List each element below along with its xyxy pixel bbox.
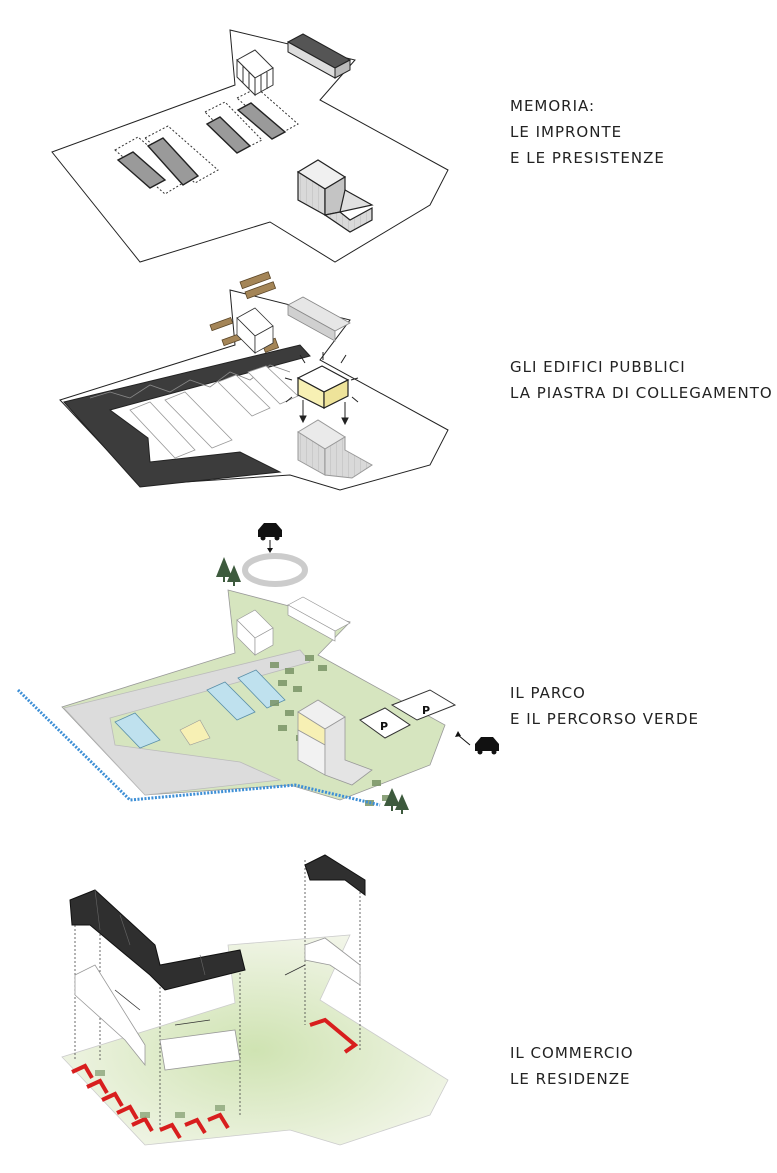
dark-roof-small <box>304 854 366 896</box>
caption-line: LE RESIDENZE <box>510 1070 631 1088</box>
caption-line: GLI EDIFICI PUBBLICI <box>510 358 686 376</box>
dark-roof-large <box>69 889 246 991</box>
caption-line: IL PARCO <box>510 684 586 702</box>
car-icon <box>258 523 282 553</box>
tree-icon <box>216 557 241 586</box>
down-arrows <box>299 400 349 426</box>
caption-edifici-pubblici: GLI EDIFICI PUBBLICI LA PIASTRA DI COLLE… <box>510 354 773 406</box>
caption-line: MEMORIA: <box>510 97 596 115</box>
connecting-plate <box>63 344 311 488</box>
caption-parco: IL PARCO E IL PERCORSO VERDE <box>510 680 699 732</box>
panel-edifici-pubblici <box>59 271 449 491</box>
site-outline-2 <box>59 289 449 491</box>
roundabout <box>241 553 309 587</box>
panel-commercio <box>61 854 449 1146</box>
thin-lines <box>114 964 306 1026</box>
parking-label-1: P <box>380 720 388 733</box>
park-green <box>61 589 446 801</box>
park-building <box>297 699 373 786</box>
caption-line: LE IMPRONTE <box>510 123 623 141</box>
parking-areas <box>359 689 457 739</box>
existing-building-south <box>296 159 374 233</box>
caption-commercio: IL COMMERCIO LE RESIDENZE <box>510 1040 634 1092</box>
grey-building-2 <box>287 296 351 342</box>
tree-icon <box>384 788 409 814</box>
grey-building-south-2 <box>297 419 373 479</box>
panel-parco: P P <box>16 523 499 814</box>
yellow-footprint <box>179 719 211 746</box>
ground-plane <box>61 934 449 1146</box>
caption-line: IL COMMERCIO <box>510 1044 634 1062</box>
public-building-yellow <box>296 365 350 409</box>
wireframe-building <box>236 49 274 97</box>
wireframe-building-2 <box>236 307 274 354</box>
pools <box>114 669 286 749</box>
white-buildings <box>74 937 361 1071</box>
caption-line: LA PIASTRA DI COLLEGAMENTO <box>510 384 773 402</box>
light-rays <box>284 352 359 403</box>
parking-label-2: P <box>422 704 430 717</box>
caption-line: E IL PERCORSO VERDE <box>510 710 699 728</box>
paved-area <box>63 649 311 796</box>
red-residences <box>71 1017 359 1140</box>
green-patches <box>95 1070 225 1118</box>
water-canal <box>16 688 381 807</box>
car-icon <box>455 731 499 755</box>
panel-memoria <box>51 29 449 263</box>
park-wireframe <box>236 596 351 656</box>
existing-building-north <box>286 33 352 79</box>
caption-line: E LE PRESISTENZE <box>510 149 665 167</box>
plate-footprints <box>129 365 299 459</box>
footprint-blocks <box>116 102 287 189</box>
caption-memoria: MEMORIA: LE IMPRONTE E LE PRESISTENZE <box>510 93 665 171</box>
